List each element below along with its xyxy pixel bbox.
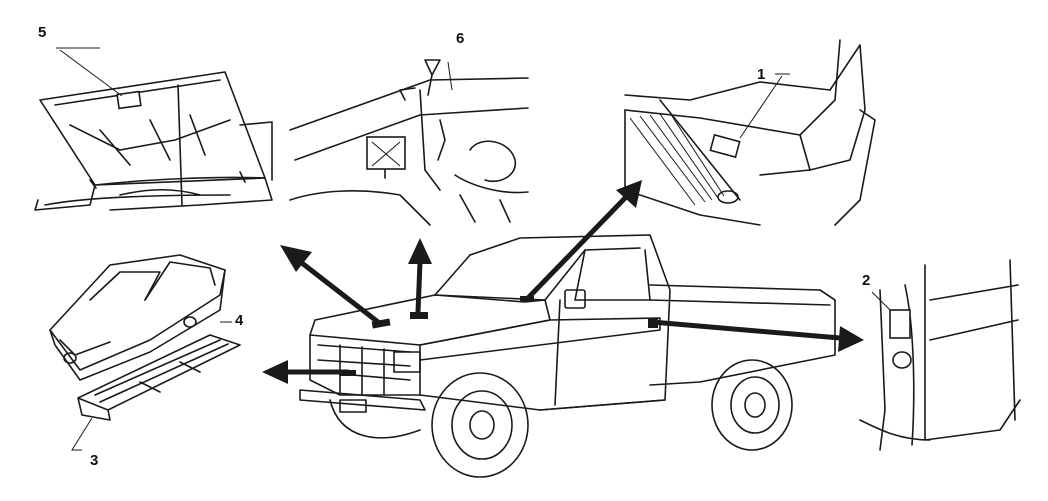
label-6-marker — [366, 136, 406, 170]
callout-6: 6 — [456, 30, 465, 47]
callout-4: 4 — [235, 312, 244, 329]
callout-3: 3 — [90, 452, 99, 469]
label-5-marker — [116, 90, 142, 110]
inset-hood-view — [34, 47, 273, 211]
inset-door-pillar-view — [859, 259, 1021, 451]
pointer-arrows — [262, 180, 864, 384]
callout-1: 1 — [757, 66, 766, 83]
main-pickup-truck — [299, 234, 836, 478]
inset-windshield-view — [624, 39, 876, 226]
label-2-marker — [889, 309, 911, 339]
inset-chassis-view — [49, 254, 241, 451]
callout-2: 2 — [862, 272, 871, 289]
label-1-marker — [709, 133, 741, 159]
callout-5: 5 — [38, 24, 47, 41]
inset-interior-view — [289, 59, 529, 226]
